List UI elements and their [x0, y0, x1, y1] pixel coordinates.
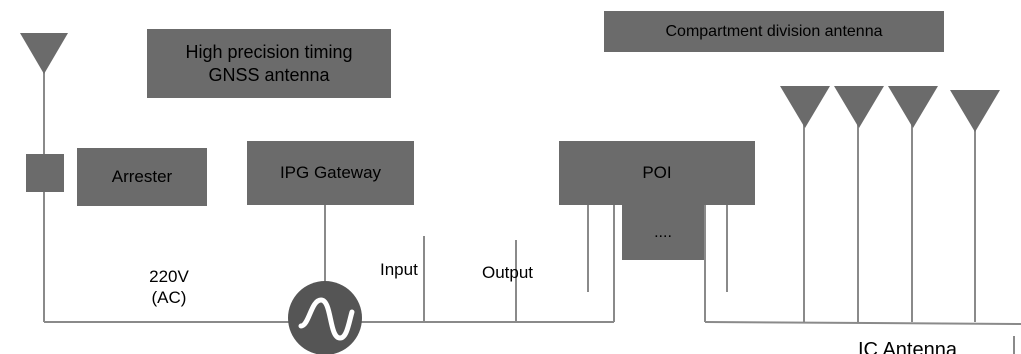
voltage-type: (AC) — [151, 288, 187, 308]
partial-bottom-label: IC Antenna — [858, 339, 957, 354]
bottom-wire-right — [704, 321, 1021, 325]
voltage-value: 220V — [149, 267, 189, 286]
gnss-antenna-label-box: High precision timing GNSS antenna — [147, 29, 391, 98]
poi-sub-box: .... — [622, 205, 704, 260]
arrester-box: Arrester — [77, 148, 207, 206]
poi-box: POI — [559, 141, 755, 205]
compartment-antenna-icon-4 — [950, 90, 1000, 132]
poi-ellipsis-label: .... — [654, 223, 672, 241]
compartment-antenna-label: Compartment division antenna — [665, 22, 883, 40]
ipg-gateway-box: IPG Gateway — [247, 141, 414, 205]
compartment-antenna-icon-1 — [780, 86, 830, 128]
gnss-antenna-icon — [20, 33, 68, 74]
compartment-antenna-icon-2 — [834, 86, 884, 128]
voltage-label: 220V (AC) — [144, 266, 194, 309]
ipg-gateway-label: IPG Gateway — [279, 163, 382, 183]
compartment-antenna-label-box: Compartment division antenna — [604, 11, 944, 52]
compartment-antenna-icon-3 — [888, 86, 938, 128]
gnss-antenna-label: High precision timing GNSS antenna — [185, 42, 353, 85]
output-label: Output — [482, 263, 534, 282]
poi-label: POI — [642, 163, 672, 183]
input-label: Input — [380, 260, 418, 279]
arrester-label: Arrester — [111, 167, 173, 187]
arrester-block-icon — [26, 154, 64, 192]
ac-power-source-icon — [288, 281, 362, 354]
